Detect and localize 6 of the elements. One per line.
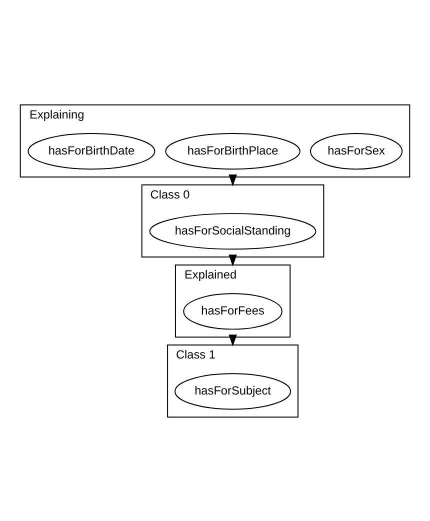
node-ellipse: hasForSubject bbox=[174, 372, 292, 410]
node-ellipse: hasForFees bbox=[183, 292, 282, 330]
node-ellipse: hasForBirthDate bbox=[28, 132, 156, 170]
node-ellipse: hasForBirthPlace bbox=[165, 132, 300, 170]
node-ellipse: hasForSocialStanding bbox=[149, 212, 316, 250]
node-ellipse: hasForSex bbox=[310, 132, 403, 170]
